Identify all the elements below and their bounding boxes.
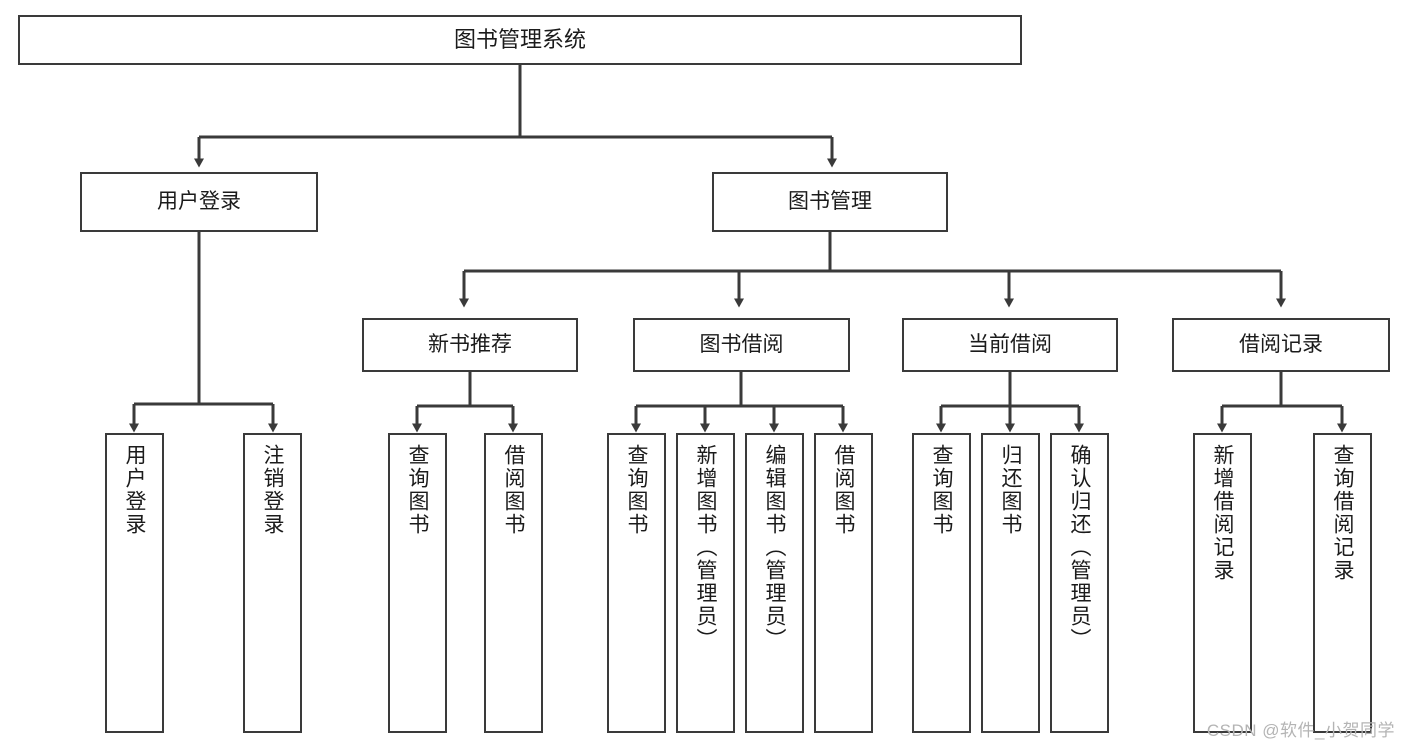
node-label: 图书借阅 (699, 332, 784, 356)
leaf-edit-book[interactable]: 编辑图书（管理员） (745, 433, 804, 733)
node-new-book-rec[interactable]: 新书推荐 (362, 318, 578, 372)
node-label: 新书推荐 (428, 332, 512, 356)
leaf-confirm-return[interactable]: 确认归还（管理员） (1050, 433, 1109, 733)
leaf-logout[interactable]: 注销登录 (243, 433, 302, 733)
node-user-login[interactable]: 用户登录 (80, 172, 318, 232)
node-book-borrow[interactable]: 图书借阅 (633, 318, 850, 372)
node-root-system[interactable]: 图书管理系统 (18, 15, 1022, 65)
node-label: 用户登录 (123, 444, 146, 536)
node-label: 借阅记录 (1239, 332, 1323, 356)
node-label: 查询图书 (625, 444, 648, 536)
leaf-query-book-3[interactable]: 查询图书 (912, 433, 971, 733)
leaf-borrow-book-1[interactable]: 借阅图书 (484, 433, 543, 733)
leaf-query-book-1[interactable]: 查询图书 (388, 433, 447, 733)
watermark: CSDN @软件_小贺同学 (1206, 721, 1395, 740)
node-label: 确认归还（管理员） (1068, 444, 1091, 651)
node-label: 图书管理 (788, 189, 872, 213)
leaf-borrow-book-2[interactable]: 借阅图书 (814, 433, 873, 733)
node-label: 注销登录 (261, 444, 284, 536)
node-label: 借阅图书 (832, 444, 855, 536)
leaf-return-book[interactable]: 归还图书 (981, 433, 1040, 733)
node-label: 新增图书（管理员） (694, 444, 717, 651)
node-label: 编辑图书（管理员） (763, 444, 786, 651)
node-label: 查询借阅记录 (1331, 444, 1354, 582)
node-label: 当前借阅 (968, 332, 1052, 356)
node-borrow-record[interactable]: 借阅记录 (1172, 318, 1390, 372)
node-label: 图书管理系统 (453, 27, 586, 53)
node-label: 用户登录 (157, 189, 241, 213)
leaf-add-book[interactable]: 新增图书（管理员） (676, 433, 735, 733)
leaf-user-login[interactable]: 用户登录 (105, 433, 164, 733)
leaf-add-record[interactable]: 新增借阅记录 (1193, 433, 1252, 733)
node-current-borrow[interactable]: 当前借阅 (902, 318, 1118, 372)
node-book-manage[interactable]: 图书管理 (712, 172, 948, 232)
node-label: 查询图书 (406, 444, 429, 536)
leaf-query-book-2[interactable]: 查询图书 (607, 433, 666, 733)
leaf-query-record[interactable]: 查询借阅记录 (1313, 433, 1372, 733)
node-label: 借阅图书 (502, 444, 525, 536)
node-label: 查询图书 (930, 444, 953, 536)
node-label: 新增借阅记录 (1211, 444, 1234, 582)
node-label: 归还图书 (999, 444, 1022, 536)
